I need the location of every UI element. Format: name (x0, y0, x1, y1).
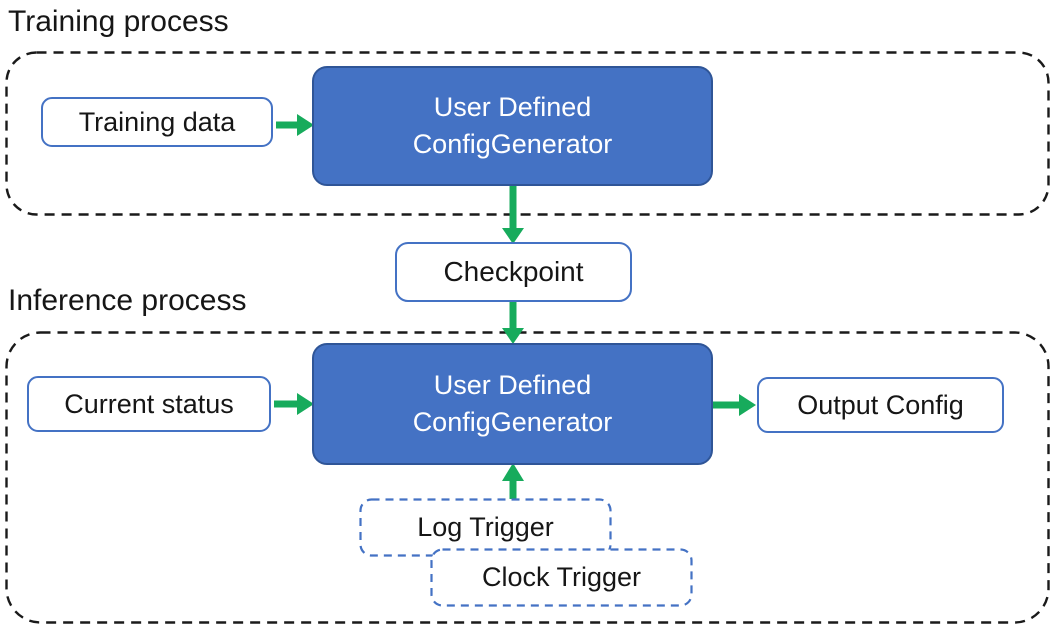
inference-region-outline (5, 331, 1050, 624)
checkpoint-label: Checkpoint (443, 256, 584, 287)
training-region-outline (5, 51, 1050, 216)
output-config-node: Output Config (757, 377, 1004, 433)
current-status-label: Current status (64, 388, 234, 419)
clock-trigger-label: Clock Trigger (481, 562, 642, 592)
output-config-label: Output Config (797, 389, 964, 420)
inference-config-generator-line1: User Defined (433, 370, 592, 400)
inference-config-generator-node: User Defined ConfigGenerator (312, 343, 713, 465)
log-trigger-node: Log Trigger (359, 498, 612, 557)
training-config-generator-node: User Defined ConfigGenerator (312, 66, 713, 186)
training-data-label: Training data (78, 106, 236, 137)
inference-process-label: Inference process (8, 284, 247, 317)
training-config-generator-line2: ConfigGenerator (412, 129, 613, 159)
checkpoint-node: Checkpoint (395, 242, 632, 302)
training-config-generator-line1: User Defined (433, 92, 592, 122)
training-process-label: Training process (8, 5, 229, 38)
log-trigger-label: Log Trigger (417, 512, 554, 542)
current-status-node: Current status (27, 376, 271, 432)
training-data-node: Training data (41, 97, 273, 147)
inference-config-generator-line2: ConfigGenerator (412, 407, 613, 437)
clock-trigger-node: Clock Trigger (430, 548, 693, 607)
